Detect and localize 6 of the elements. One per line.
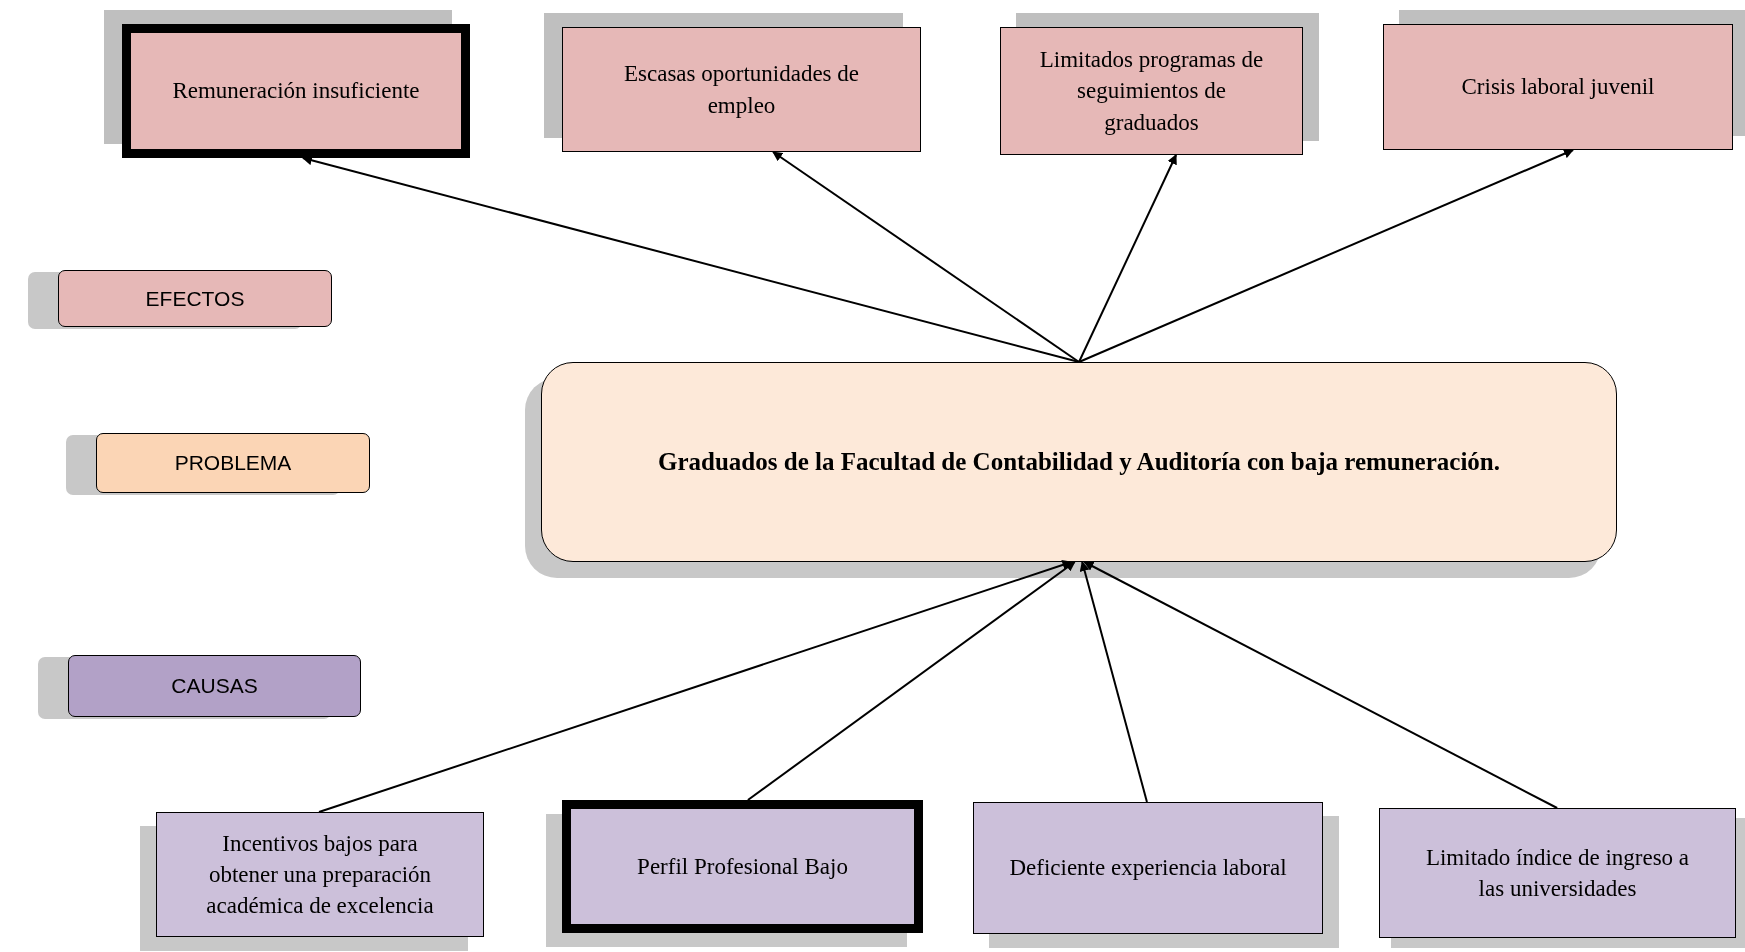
arrow: [746, 561, 1076, 801]
arrow: [1078, 154, 1178, 363]
arrow: [1079, 561, 1148, 803]
arrow: [1083, 561, 1559, 809]
arrow: [1078, 148, 1575, 363]
arrow: [772, 151, 1080, 363]
